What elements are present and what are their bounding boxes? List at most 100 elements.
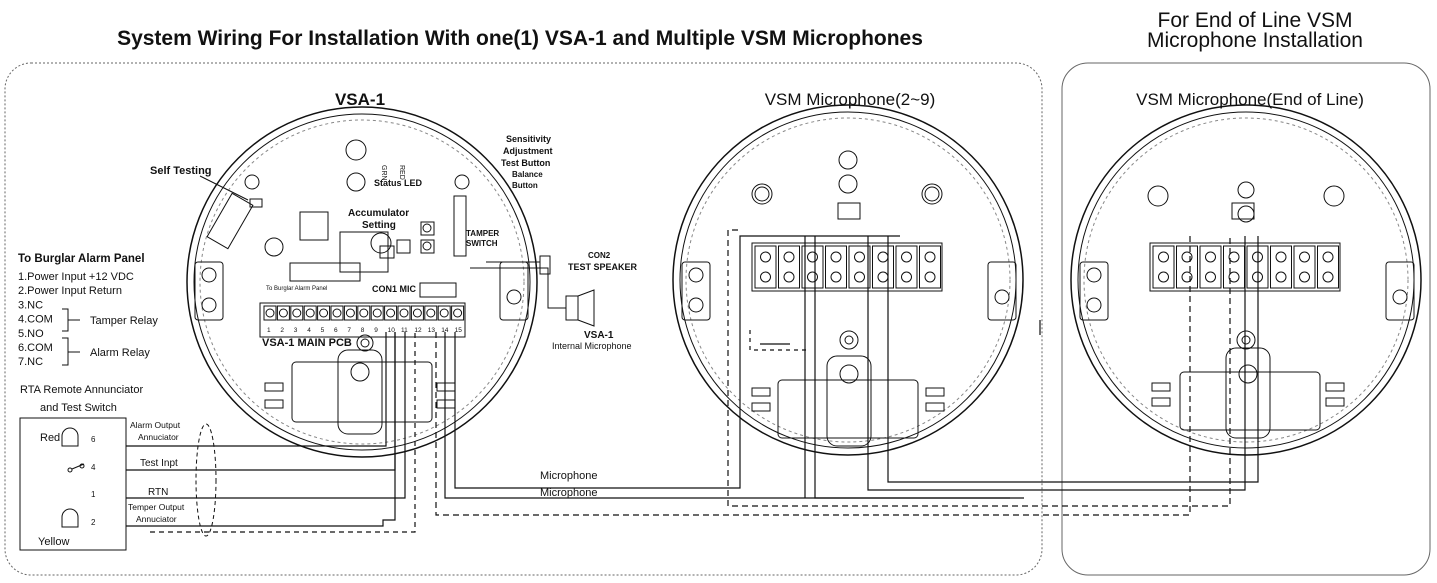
- red-label: RED: [398, 165, 405, 180]
- sensitivity-label: Sensitivity: [506, 134, 551, 144]
- vsa1-terminal: [370, 305, 384, 321]
- rtn-label: RTN: [148, 487, 168, 498]
- rta-pin-1: 1: [91, 490, 96, 499]
- adjustment-label: Adjustment: [503, 146, 553, 156]
- vsm-terminal-screw: [1299, 251, 1310, 263]
- terminal-number: 6: [334, 327, 338, 334]
- vsa1-terminal: [437, 305, 451, 321]
- test-button-label: Test Button: [501, 158, 550, 168]
- terminal-number: 4: [307, 327, 311, 334]
- vsm-terminal: [872, 245, 894, 289]
- vsm-terminal-screw: [807, 271, 818, 283]
- wiring: [126, 229, 1259, 533]
- burglar-item: 1.Power Input +12 VDC: [18, 271, 134, 283]
- burglar-item: 7.NC: [18, 356, 43, 368]
- vsm-terminal-screw: [1322, 271, 1334, 283]
- annuciator-1-label: Annuciator: [138, 432, 179, 442]
- terminal-screw: [305, 308, 315, 318]
- vsm-terminal-screw: [901, 251, 912, 263]
- rta-heading-1: RTA Remote Annunciator: [20, 384, 143, 396]
- vsm-terminal-screw: [1181, 251, 1193, 263]
- balance-label: Balance: [512, 170, 543, 179]
- microphone-wire-label-1: Microphone: [540, 470, 597, 482]
- annuciator-2-label: Annuciator: [136, 514, 177, 524]
- burglar-item: 6.COM: [18, 342, 53, 354]
- accumulator-label: Accumulator: [348, 208, 409, 219]
- terminal-number: 8: [361, 327, 365, 334]
- vsa1-terminal: [330, 305, 344, 321]
- vsa1-terminal: [276, 305, 290, 321]
- vsa1-internal-label: VSA-1: [584, 330, 614, 341]
- con2-label: CON2: [588, 251, 611, 260]
- panel-vsa1-title: VSA-1: [334, 90, 386, 109]
- vsm-terminal-screw: [830, 271, 842, 283]
- burglar-heading: To Burglar Alarm Panel: [18, 253, 145, 265]
- tamper-label: TAMPER: [466, 229, 499, 238]
- rta-heading-2: and Test Switch: [40, 402, 117, 414]
- vsa1-terminal: [317, 305, 331, 321]
- internal-microphone-label: Internal Microphone: [552, 341, 632, 351]
- panel-vsm-mid-title: VSM Microphone(2~9): [764, 90, 936, 109]
- vsm-terminal: [919, 245, 941, 289]
- vsm-terminal-screw: [877, 251, 889, 263]
- labels: Self Testing Status LED GRN RED Sensitiv…: [18, 134, 638, 548]
- vsm-end-unit: [1070, 104, 1422, 456]
- alarm-output-label: Alarm Output: [130, 420, 181, 430]
- tamper-relay-label: Tamper Relay: [90, 315, 158, 327]
- vsm-terminal-screw: [1181, 271, 1193, 283]
- terminal-number: 7: [347, 327, 351, 334]
- vsm-terminal: [1176, 245, 1198, 289]
- burglar-item: 4.COM: [18, 314, 53, 326]
- terminal-screw: [412, 308, 422, 318]
- vsm-terminal-screw: [1158, 251, 1169, 263]
- rta-box: [19, 417, 217, 551]
- vsm-mid-unit: [672, 104, 1024, 456]
- burglar-item: 2.Power Input Return: [18, 285, 122, 297]
- vsm-terminal-screw: [760, 251, 771, 263]
- vsm-terminal: [754, 245, 777, 289]
- vsm-terminal: [848, 245, 871, 289]
- terminal-screw: [265, 308, 275, 318]
- terminal-screw: [399, 308, 409, 318]
- terminal-screw: [359, 308, 369, 318]
- end-of-line-frame: [1061, 62, 1431, 576]
- terminal-number: 11: [401, 327, 408, 334]
- switch-label: SWITCH: [466, 239, 498, 248]
- terminal-screw: [319, 308, 329, 318]
- rta-yellow-label: Yellow: [38, 536, 69, 548]
- vsm-terminal: [1199, 245, 1222, 289]
- vsm-terminal: [895, 245, 918, 289]
- grn-label: GRN: [380, 165, 387, 181]
- vsa1-terminal: [263, 305, 277, 321]
- vsm-terminal-screw: [830, 251, 842, 263]
- setting-label: Setting: [362, 220, 396, 231]
- vsm-terminal-screw: [1275, 251, 1287, 263]
- vsm-terminal-screw: [1299, 271, 1310, 283]
- vsm-terminal-screw: [1322, 251, 1334, 263]
- terminal-screw: [426, 308, 436, 318]
- rta-red-label: Red: [40, 432, 60, 444]
- vsm-terminal-screw: [783, 251, 795, 263]
- vsm-terminal: [1317, 245, 1339, 289]
- vsm-terminal-screw: [1205, 251, 1216, 263]
- terminal-screw: [372, 308, 382, 318]
- vsm-terminal-screw: [783, 271, 795, 283]
- burglar-item: 3.NC: [18, 299, 43, 311]
- vsm-terminal-screw: [877, 271, 889, 283]
- vsm-terminal-screw: [1228, 271, 1240, 283]
- vsm-terminal-screw: [1275, 271, 1287, 283]
- terminal-number: 1: [267, 327, 271, 334]
- status-led-label: Status LED: [374, 178, 423, 188]
- vsa1-terminal: [290, 305, 304, 321]
- main-pcb-label: VSA-1 MAIN PCB: [262, 337, 352, 349]
- terminal-number: 5: [321, 327, 325, 334]
- rta-pin-4: 4: [91, 463, 96, 472]
- vsm-terminal-screw: [854, 251, 865, 263]
- end-of-line-title-1: For End of Line VSM: [1157, 9, 1353, 32]
- burglar-item: 5.NO: [18, 328, 44, 340]
- vsm-terminal-screw: [807, 251, 818, 263]
- vsm-terminal: [1152, 245, 1175, 289]
- vsa1-terminal: [424, 305, 438, 321]
- vsm-terminal-screw: [924, 251, 936, 263]
